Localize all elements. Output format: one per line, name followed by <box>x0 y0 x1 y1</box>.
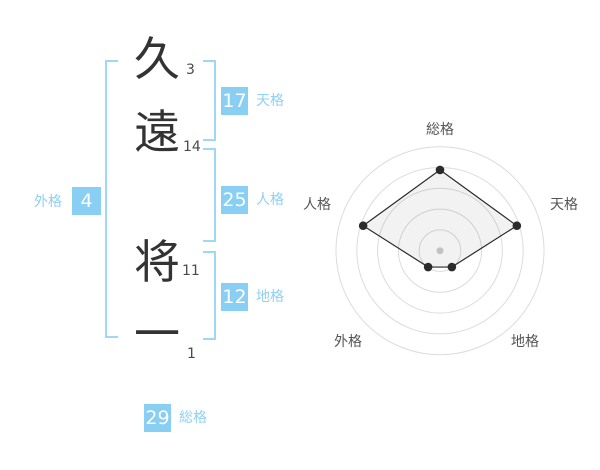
name-char-3: 将 <box>134 235 180 289</box>
soukaku-label: 総格 <box>179 410 207 426</box>
gaikaku-value-badge: 4 <box>72 187 101 215</box>
name-char-2: 遠 <box>134 105 180 159</box>
chikaku-label: 地格 <box>256 289 284 305</box>
chikaku-value-badge: 12 <box>221 283 248 311</box>
stroke-count-2: 14 <box>183 139 201 155</box>
radar-axis-label-jinkaku: 人格 <box>303 197 331 213</box>
name-char-4: 一 <box>134 307 180 361</box>
radar-axis-label-gaikaku: 外格 <box>334 334 362 350</box>
stroke-count-4: 1 <box>187 346 196 362</box>
radar-axis-label-chikaku: 地格 <box>511 334 539 350</box>
radar-data-point <box>435 165 445 175</box>
gaikaku-bracket <box>105 60 118 338</box>
jinkaku-label: 人格 <box>256 192 284 208</box>
name-char-1: 久 <box>134 32 180 86</box>
soukaku-value-badge: 29 <box>144 404 171 432</box>
radar-data-point <box>512 221 522 231</box>
radar-chart-canvas <box>335 146 545 356</box>
jinkaku-bracket <box>203 148 216 242</box>
radar-data-point <box>447 262 457 272</box>
radar-grid-ring <box>377 187 503 314</box>
radar-data-point <box>423 262 433 272</box>
stroke-count-1: 3 <box>186 62 195 78</box>
radar-axis-label-soukaku: 総格 <box>426 122 454 138</box>
radar-axis-label-tenkaku: 天格 <box>550 197 578 213</box>
gaikaku-label: 外格 <box>34 194 62 210</box>
radar-data-point <box>358 221 368 231</box>
tenkaku-value-badge: 17 <box>221 87 248 115</box>
tenkaku-bracket <box>203 60 216 141</box>
radar-chart <box>290 100 590 400</box>
jinkaku-value-badge: 25 <box>221 186 248 214</box>
radar-center-dot <box>436 247 444 255</box>
radar-grid-ring <box>397 208 483 293</box>
chikaku-bracket <box>203 251 216 340</box>
stroke-count-3: 11 <box>182 263 200 279</box>
radar-grid-ring <box>335 146 545 356</box>
tenkaku-label: 天格 <box>256 93 284 109</box>
radar-grid-ring <box>418 229 462 272</box>
radar-data-polygon <box>362 169 518 268</box>
